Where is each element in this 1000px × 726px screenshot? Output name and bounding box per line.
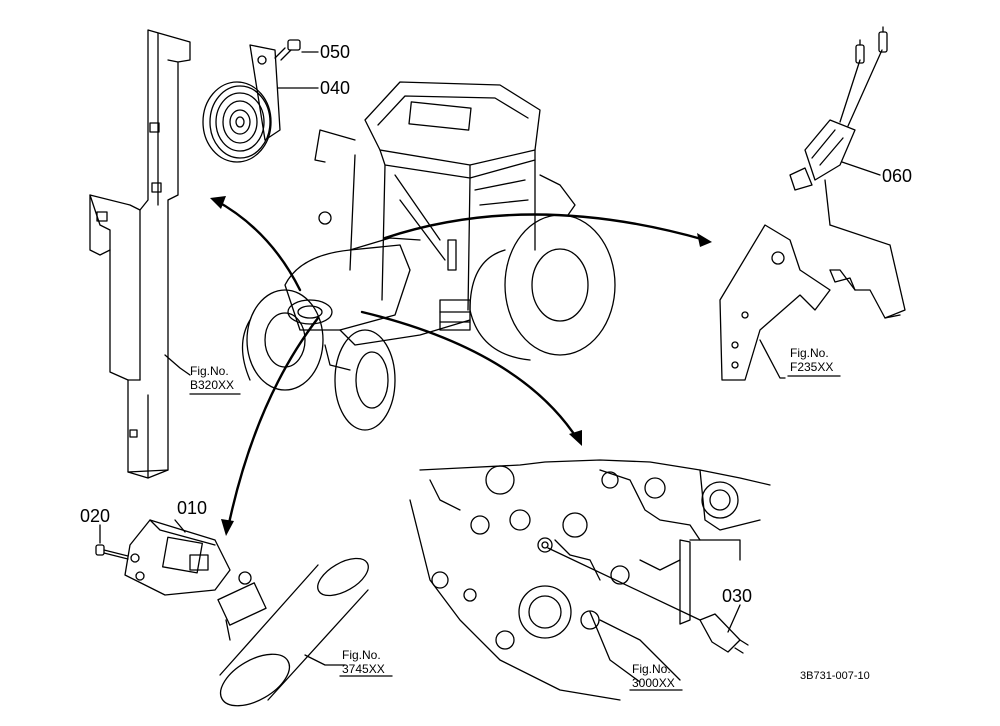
- tractor: [241, 81, 616, 431]
- direction-arrows: [213, 198, 707, 530]
- arrow-to-engine: [360, 310, 580, 442]
- callout-050: 050: [320, 42, 351, 62]
- callout-030: 030: [722, 586, 753, 606]
- callout-040: 040: [320, 78, 351, 98]
- leader-b320: [164, 354, 191, 376]
- leader-010: [174, 519, 186, 533]
- figure-ref-number: F235XX: [790, 360, 834, 374]
- air-flow-sensor: [124, 519, 252, 596]
- air-intake-duct: [217, 557, 369, 707]
- sensor-screw: [95, 544, 129, 560]
- drawing-id: 3B731-007-10: [800, 670, 870, 682]
- horn-bracket: [89, 29, 191, 479]
- figure-ref-number: 3745XX: [342, 662, 385, 676]
- arrow-to-horn-bracket: [213, 198, 302, 292]
- engine-block: [409, 459, 771, 701]
- pressure-switch: [789, 26, 888, 226]
- arrow-to-switch-bracket: [383, 213, 707, 242]
- arrow-heads: [210, 196, 712, 536]
- figure-ref-label: Fig.No.: [342, 648, 381, 662]
- horn: [202, 44, 281, 163]
- figure-ref-b320[interactable]: Fig.No. B320XX: [190, 364, 234, 392]
- callout-060: 060: [882, 166, 913, 186]
- leader-060: [841, 161, 881, 176]
- figure-ref-3745[interactable]: Fig.No. 3745XX: [342, 648, 385, 676]
- oil-pressure-sender: [547, 547, 749, 654]
- figure-ref-3000[interactable]: Fig.No. 3000XX: [632, 662, 675, 690]
- switch-bracket: [719, 224, 906, 381]
- figure-ref-label: Fig.No.: [190, 364, 229, 378]
- callout-020: 020: [80, 506, 111, 526]
- leader-f235: [759, 339, 786, 379]
- figure-ref-number: 3000XX: [632, 676, 675, 690]
- leader-3745: [304, 654, 346, 666]
- horn-bolt: [274, 39, 301, 61]
- leader-3000: [589, 611, 641, 683]
- leader-030: [727, 604, 741, 633]
- figure-ref-f235[interactable]: Fig.No. F235XX: [790, 346, 833, 374]
- figure-ref-label: Fig.No.: [632, 662, 671, 676]
- figure-ref-label: Fig.No.: [790, 346, 829, 360]
- arrow-to-air-cleaner: [226, 316, 320, 530]
- figure-ref-number: B320XX: [190, 378, 235, 392]
- callout-010: 010: [177, 498, 208, 518]
